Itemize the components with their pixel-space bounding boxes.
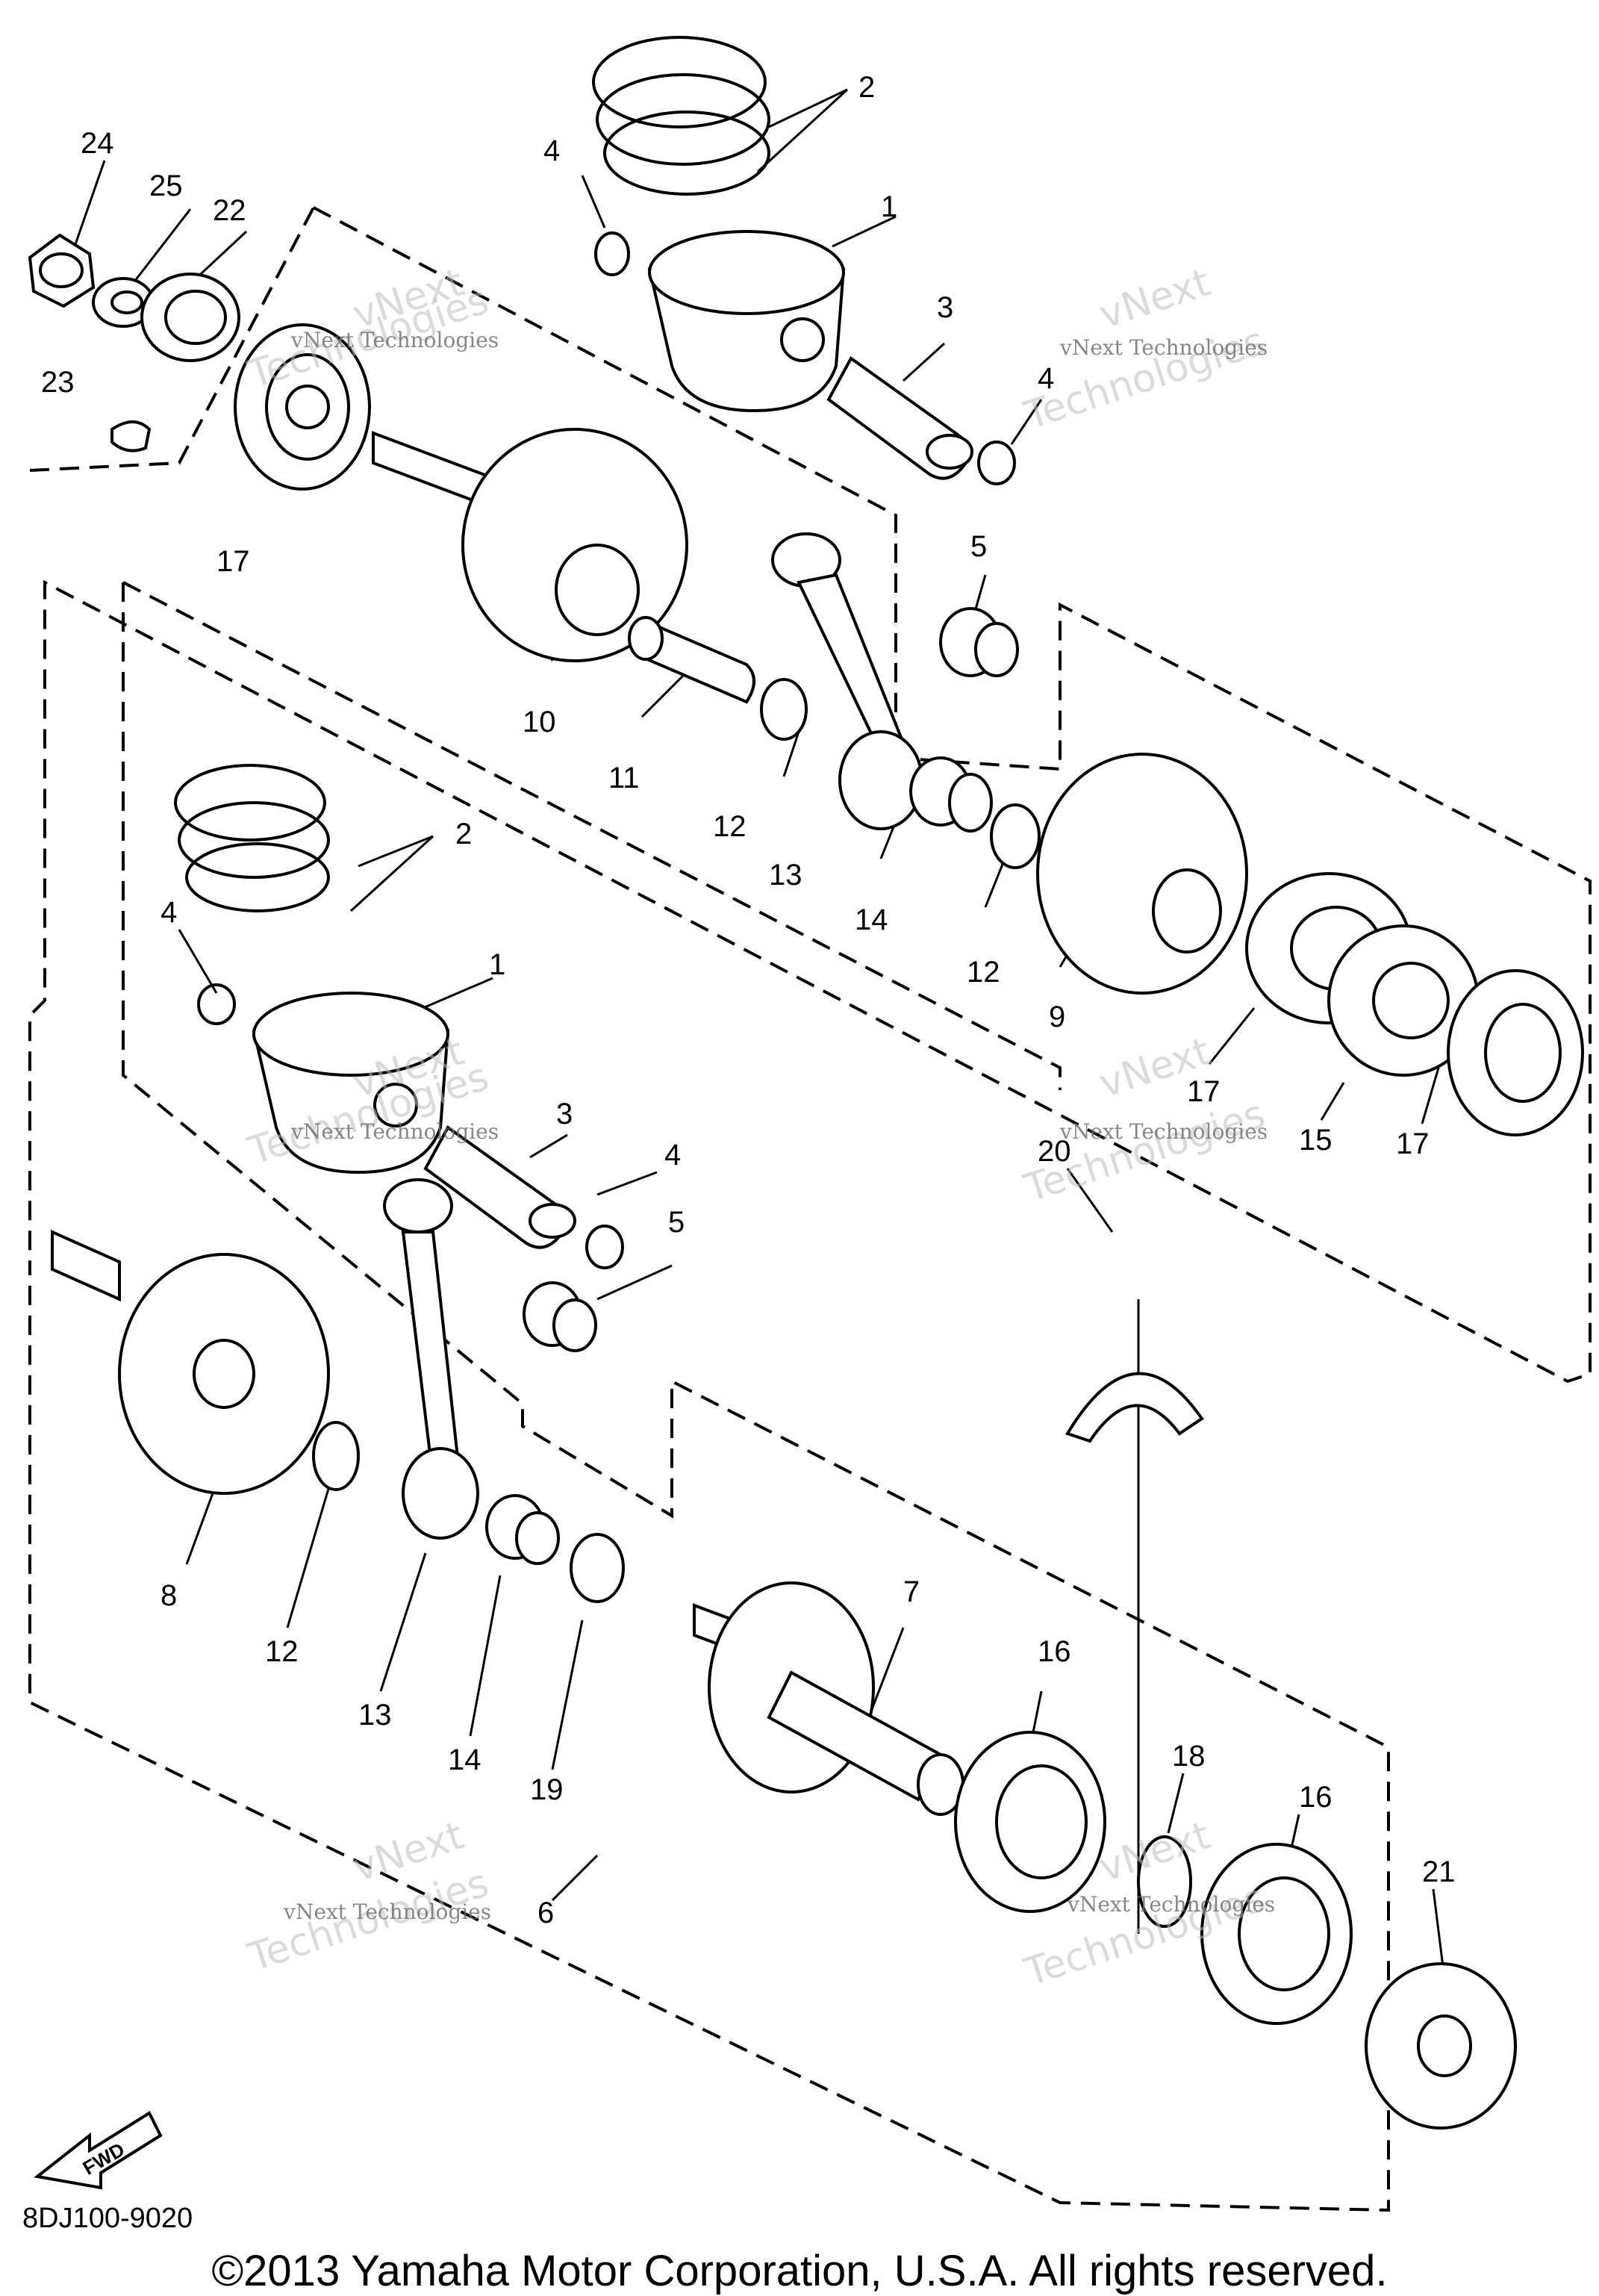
watermark-4-small: vNext Technologies [1059, 1119, 1268, 1144]
washer-25 [92, 277, 155, 328]
callout-17c: 17 [1396, 1127, 1430, 1160]
callout-10: 10 [523, 706, 556, 738]
callout-12a: 12 [713, 810, 746, 843]
fwd-arrow: FWD [34, 2111, 163, 2190]
callout-1b: 1 [489, 948, 505, 981]
bearing-16b [1200, 1843, 1353, 2025]
piston-1a [647, 230, 846, 413]
callout-13a: 13 [769, 859, 802, 892]
circlip-4c [197, 983, 236, 1025]
callout-1a: 1 [881, 190, 897, 223]
callout-3b: 3 [556, 1098, 573, 1130]
callout-labels: 24 25 22 23 17 4 2 1 3 4 5 10 11 12 13 1… [41, 71, 1456, 1929]
callout-23: 23 [41, 366, 75, 399]
callout-5a: 5 [970, 530, 987, 563]
seal-21 [1365, 1962, 1517, 2129]
callout-18: 18 [1172, 1740, 1206, 1773]
nut-24 [28, 233, 96, 308]
callout-24: 24 [81, 127, 114, 160]
oil-seal-22 [140, 273, 240, 362]
callout-4d: 4 [664, 1139, 681, 1172]
callout-4c: 4 [160, 896, 177, 929]
watermark-1-small: vNext Technologies [290, 328, 499, 352]
callout-17b: 17 [1187, 1075, 1221, 1108]
callout-17a: 17 [216, 545, 250, 578]
callout-14a: 14 [855, 903, 888, 936]
circlip-4d [585, 1225, 624, 1269]
key-23 [110, 420, 152, 452]
assembly-outlines [28, 206, 1592, 2212]
piston-1b [252, 992, 450, 1175]
part-code: 8DJ100-9020 [22, 2203, 193, 2234]
watermark-2-line1: vNext [1094, 260, 1215, 337]
crank-web-10 [372, 428, 688, 662]
callout-2b: 2 [455, 818, 472, 850]
watermark-2-small: vNext Technologies [1059, 335, 1268, 360]
callout-15: 15 [1299, 1124, 1332, 1157]
callout-25: 25 [149, 169, 183, 202]
watermark-6-line1: vNext [1094, 1813, 1215, 1891]
crankshaft-7 [693, 1581, 964, 1816]
upper-crank-outline [28, 206, 1592, 1384]
callout-21: 21 [1422, 1855, 1456, 1888]
callout-4b: 4 [1038, 362, 1054, 395]
con-rod-13a [771, 532, 923, 830]
needle-bearing-5b [523, 1281, 597, 1352]
callout-9: 9 [1049, 1001, 1065, 1033]
callout-22: 22 [213, 194, 246, 227]
crank-pin-11 [628, 616, 755, 704]
piston-rings-bottom [174, 764, 330, 912]
circlip-4b [977, 441, 1016, 485]
bearing-17a [234, 323, 371, 491]
callout-6: 6 [537, 1897, 554, 1929]
callout-12c: 12 [265, 1635, 299, 1668]
callout-5b: 5 [668, 1206, 685, 1239]
callout-4a: 4 [543, 134, 560, 167]
copyright-notice: ©2013 Yamaha Motor Corporation, U.S.A. A… [211, 2247, 1388, 2295]
con-rod-13b [383, 1178, 479, 1540]
part-drawings [28, 36, 1584, 2129]
piston-pin-3a [826, 356, 973, 480]
washer-19 [570, 1533, 625, 1603]
watermark-6-small: vNext Technologies [1067, 1892, 1275, 1917]
needle-bearing-14b [485, 1494, 560, 1565]
callout-2a: 2 [858, 71, 875, 104]
needle-bearing-5a [939, 607, 1019, 677]
upper-crank-outline-top [29, 207, 315, 472]
circlip-18 [1137, 1835, 1192, 1928]
callout-13b: 13 [358, 1699, 392, 1732]
bearing-16a [954, 1731, 1106, 1913]
piston-rings-top [592, 36, 770, 196]
watermark-3-small: vNext Technologies [290, 1119, 499, 1144]
callout-7: 7 [903, 1575, 920, 1608]
callout-12b: 12 [967, 956, 1000, 989]
thrust-washer-12b [990, 803, 1041, 869]
needle-bearing-14a [909, 756, 993, 833]
callout-11: 11 [608, 762, 640, 794]
callout-16b: 16 [1299, 1781, 1332, 1814]
callout-14b: 14 [448, 1743, 481, 1776]
crank-half-8 [51, 1229, 330, 1495]
callout-20: 20 [1038, 1135, 1071, 1168]
callout-16a: 16 [1038, 1635, 1071, 1668]
thrust-washer-12a [760, 678, 808, 741]
half-ring-20 [1065, 1372, 1204, 1443]
piston-pin-3b [423, 1125, 576, 1249]
bearing-17c [1447, 969, 1584, 1136]
thrust-washer-12c [312, 1421, 360, 1491]
callout-3a: 3 [937, 291, 953, 324]
lower-crank-outline [122, 581, 1062, 1090]
lower-set-outline [28, 582, 1390, 2212]
crank-web-9 [1036, 753, 1248, 995]
callout-19: 19 [530, 1773, 564, 1806]
watermark-5-small: vNext Technologies [283, 1900, 491, 1924]
callout-8: 8 [160, 1579, 177, 1612]
circlip-4a [594, 231, 630, 276]
